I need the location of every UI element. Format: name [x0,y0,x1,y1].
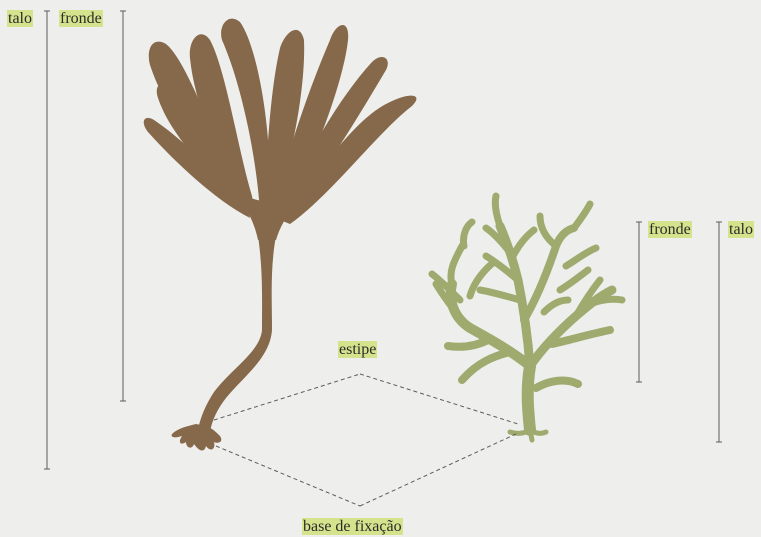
label-base-de-fixacao: base de fixação [302,518,403,535]
brown-alga [144,19,417,451]
green-twigs-left [432,222,494,328]
green-trunk [528,366,530,430]
pointer-lines [214,374,518,506]
brown-holdfast [172,424,222,450]
label-talo-left: talo [7,10,33,27]
green-twigs-center [480,196,534,300]
label-estipe: estipe [338,341,377,358]
brackets [44,11,722,469]
green-alga [432,196,622,440]
base-pointer-left [216,446,360,506]
base-pointer-right [360,434,516,506]
label-fronde-right: fronde [648,221,692,238]
bracket-right-talo [716,222,722,442]
estipe-pointer-right [360,374,518,424]
label-talo-right: talo [728,221,754,238]
brown-stipe [198,236,276,432]
label-fronde-left: fronde [59,10,103,27]
bracket-left-fronde [120,11,126,401]
bracket-right-fronde [636,222,642,382]
bracket-left-talo [44,11,50,469]
